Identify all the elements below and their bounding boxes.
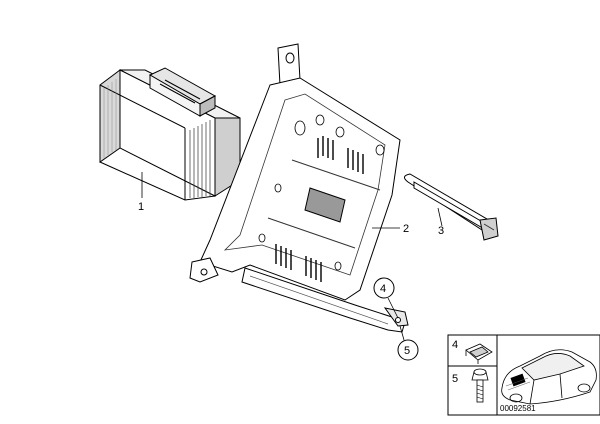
callout-5: 5 bbox=[404, 345, 410, 357]
callout-3: 3 bbox=[438, 225, 444, 237]
callout-2: 2 bbox=[403, 223, 409, 235]
car-locator-icon bbox=[501, 349, 597, 405]
support-rail[interactable] bbox=[241, 267, 409, 333]
part-3-retaining-strap[interactable] bbox=[404, 173, 499, 241]
leader-line-3 bbox=[437, 207, 443, 227]
inset-label-5: 5 bbox=[452, 373, 458, 385]
reference-number: 00092581 bbox=[500, 404, 536, 413]
part-1-control-unit[interactable] bbox=[99, 67, 241, 201]
inset-label-4: 4 bbox=[452, 339, 458, 351]
clip-nut-icon bbox=[465, 343, 493, 364]
part-2-mounting-bracket[interactable] bbox=[189, 43, 401, 301]
inset-panel: 4 5 bbox=[447, 334, 600, 416]
callout-4: 4 bbox=[380, 283, 386, 295]
callout-5-badge: 5 bbox=[397, 325, 419, 361]
callout-1: 1 bbox=[138, 201, 144, 213]
bolt-icon bbox=[471, 368, 489, 403]
callout-4-badge: 4 bbox=[373, 277, 399, 319]
